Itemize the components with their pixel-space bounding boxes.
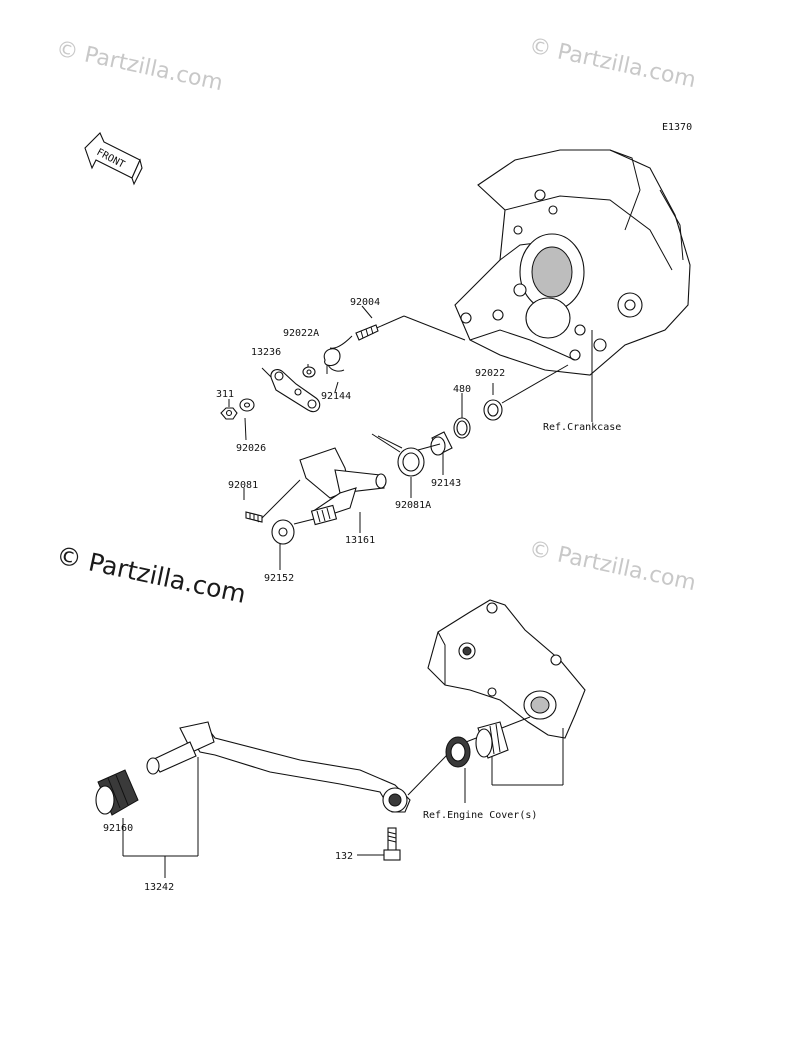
spring-92081A — [371, 433, 441, 477]
crankcase-illustration — [454, 149, 691, 376]
shift-pedal-13242 — [146, 721, 411, 813]
label-92160: 92160 — [103, 823, 133, 834]
washer-92026 — [239, 398, 255, 412]
rubber-92160 — [95, 769, 139, 816]
label-92081: 92081 — [228, 480, 258, 491]
watermark-mid-right: © Partzilla.com — [527, 536, 698, 596]
watermark-mid-left: © Partzilla.com — [54, 541, 249, 609]
front-arrow-icon: FRONT — [84, 132, 143, 186]
spring-92004 — [355, 324, 379, 341]
label-92022: 92022 — [475, 368, 505, 379]
label-ref-engine-cover: Ref.Engine Cover(s) — [423, 810, 537, 821]
nut-311 — [220, 407, 238, 420]
label-ref-crankcase: Ref.Crankcase — [543, 422, 621, 433]
spring-92081 — [245, 511, 263, 523]
label-92081A: 92081A — [395, 500, 431, 511]
washer-92022A — [302, 366, 316, 378]
oil-seal-and-bearing — [445, 721, 509, 768]
label-92144: 92144 — [321, 391, 351, 402]
label-92004: 92004 — [350, 297, 380, 308]
shift-shaft-13161 — [299, 447, 387, 526]
lever-13236 — [270, 369, 321, 413]
label-92022A: 92022A — [283, 328, 319, 339]
bolt-132 — [383, 827, 401, 861]
label-132: 132 — [335, 851, 353, 862]
label-311: 311 — [216, 389, 234, 400]
spring-92144 — [323, 335, 353, 372]
label-13236: 13236 — [251, 347, 281, 358]
diagram-code: E1370 — [662, 122, 692, 133]
collar-92143 — [430, 431, 453, 456]
label-92152: 92152 — [264, 573, 294, 584]
leader-lines — [122, 305, 593, 878]
washer-92152 — [271, 519, 295, 545]
washer-92022 — [483, 399, 503, 421]
label-13242: 13242 — [144, 882, 174, 893]
engine-cover-illustration — [427, 599, 586, 739]
label-92026: 92026 — [236, 443, 266, 454]
watermark-top-right: © Partzilla.com — [527, 33, 698, 93]
circlip-480 — [453, 417, 471, 439]
label-92143: 92143 — [431, 478, 461, 489]
label-13161: 13161 — [345, 535, 375, 546]
watermark-top-left: © Partzilla.com — [54, 36, 225, 96]
label-480: 480 — [453, 384, 471, 395]
